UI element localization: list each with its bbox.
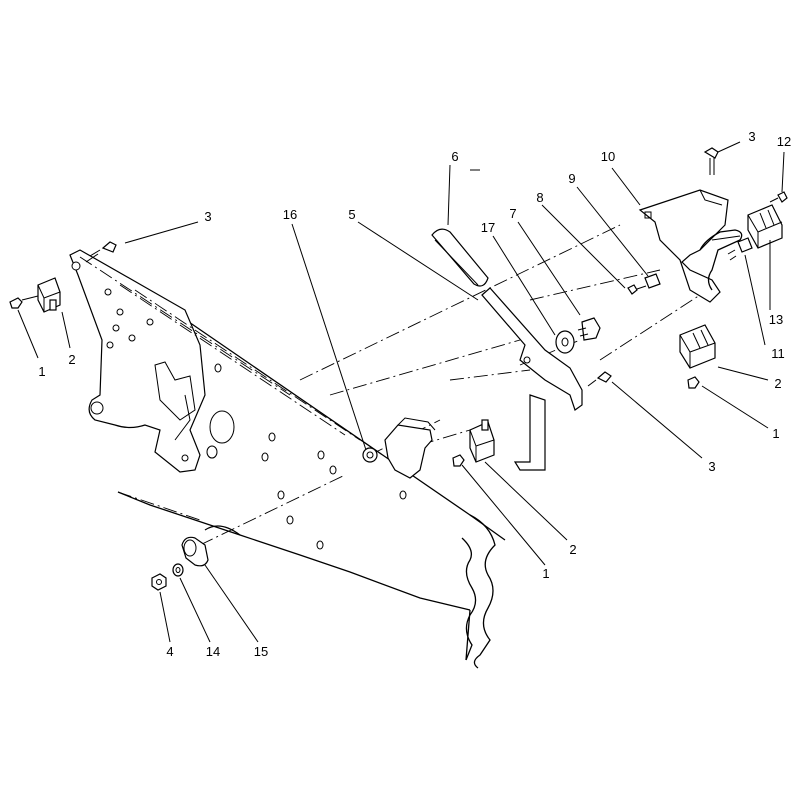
callout-13: 13 xyxy=(769,312,783,327)
callout-15: 15 xyxy=(254,644,268,659)
callout-16: 16 xyxy=(283,207,297,222)
callout-8: 8 xyxy=(536,190,543,205)
center-interlock-switch xyxy=(452,419,495,467)
callout-7: 7 xyxy=(509,206,516,221)
callout-1-right: 1 xyxy=(772,426,779,441)
callout-3-lower-right: 3 xyxy=(708,459,715,474)
nut-4 xyxy=(151,573,167,591)
screw-3-middle xyxy=(587,371,612,387)
callout-6: 6 xyxy=(451,149,458,164)
left-interlock-switch xyxy=(9,277,61,313)
callout-3-top-right: 3 xyxy=(748,129,755,144)
panel-large-hole xyxy=(209,410,235,444)
callout-17: 17 xyxy=(481,220,495,235)
screw-12 xyxy=(769,191,788,203)
bushing-16 xyxy=(362,447,378,463)
bolt-7 xyxy=(577,317,601,341)
left-screw xyxy=(85,241,117,263)
callout-1-center: 1 xyxy=(542,566,549,581)
screw-11 xyxy=(727,237,753,261)
callout-3-left: 3 xyxy=(204,209,211,224)
screw-8 xyxy=(627,284,647,295)
callout-labels: 1 2 3 3 3 4 5 6 7 8 9 10 12 13 11 2 1 16… xyxy=(38,129,791,659)
switch-bracket-10 xyxy=(638,189,743,303)
control-lever xyxy=(481,287,583,471)
callout-5: 5 xyxy=(348,207,355,222)
callout-2-center: 2 xyxy=(569,542,576,557)
leader-lines xyxy=(17,141,785,643)
left-nut xyxy=(9,297,23,309)
callout-9: 9 xyxy=(568,171,575,186)
callout-1-left: 1 xyxy=(38,364,45,379)
washer-14 xyxy=(172,563,184,577)
switch-13 xyxy=(747,204,783,249)
center-nut xyxy=(452,454,465,467)
callout-2-left: 2 xyxy=(68,352,75,367)
washer-17 xyxy=(555,330,575,354)
callout-12: 12 xyxy=(777,134,791,149)
left-bracket-plate xyxy=(69,249,206,473)
right-interlock-switch xyxy=(679,324,716,389)
screw-3-right xyxy=(703,147,719,175)
bushing-15 xyxy=(181,536,209,567)
pin-9 xyxy=(644,273,661,289)
callout-4: 4 xyxy=(166,644,173,659)
right-nut xyxy=(687,376,700,389)
callout-11: 11 xyxy=(771,346,785,361)
callout-2-right: 2 xyxy=(774,376,781,391)
center-bracket xyxy=(362,417,436,479)
lever-grip xyxy=(431,228,489,287)
callout-14: 14 xyxy=(206,644,220,659)
callout-10: 10 xyxy=(601,149,615,164)
